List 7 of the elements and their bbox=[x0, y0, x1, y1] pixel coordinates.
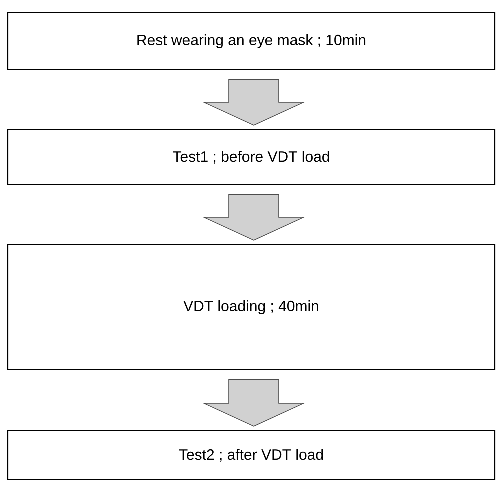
process-box: Rest wearing an eye mask ; 10min bbox=[7, 12, 496, 71]
block-arrow bbox=[202, 79, 306, 126]
block-arrow bbox=[202, 379, 306, 427]
process-box: Test1 ; before VDT load bbox=[7, 129, 496, 186]
block-arrow bbox=[202, 194, 306, 241]
process-box: Test2 ; after VDT load bbox=[7, 430, 496, 481]
process-box: VDT loading ; 40min bbox=[7, 244, 496, 371]
